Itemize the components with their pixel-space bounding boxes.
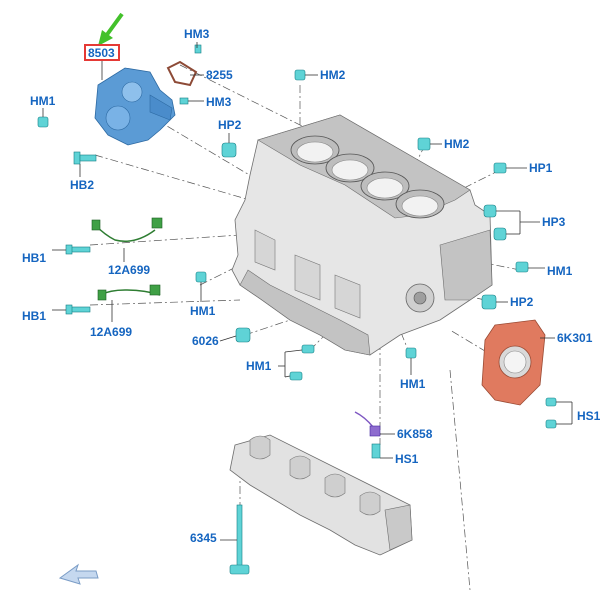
label-8255[interactable]: 8255 [206,68,233,82]
label-hm1-lower[interactable]: HM1 [246,359,272,373]
leader-lines [42,42,573,541]
label-6k858[interactable]: 6K858 [397,427,433,441]
highlight-box [84,44,120,61]
label-8503[interactable]: 8503 [88,46,115,60]
label-hm3-top[interactable]: HM3 [184,27,210,41]
view-direction-arrow [58,563,99,585]
label-6026[interactable]: 6026 [192,334,219,348]
label-hp1[interactable]: HP1 [529,161,553,175]
harness-12a699-lower [97,284,161,301]
pointer-arrow [98,12,124,46]
label-hm1-pump[interactable]: HM1 [30,94,56,108]
label-hb1-b[interactable]: HB1 [22,309,46,323]
part-labels: 8503 HM3 8255 HM3 HM1 HB2 HM2 HP2 HM2 HP… [22,27,600,545]
fasteners [37,44,557,575]
label-hp3[interactable]: HP3 [542,215,566,229]
label-hm1-center[interactable]: HM1 [190,304,216,318]
label-hb2[interactable]: HB2 [70,178,94,192]
label-hm2-right[interactable]: HM2 [444,137,470,151]
water-pump-8503 [94,67,176,146]
gasket-8255 [166,60,198,87]
label-6k301[interactable]: 6K301 [557,331,593,345]
label-hb1-a[interactable]: HB1 [22,251,46,265]
bearing-bridge [229,434,413,556]
rear-seal-6k301 [481,319,546,406]
label-12a699-b[interactable]: 12A699 [90,325,132,339]
label-hp2-right[interactable]: HP2 [510,295,534,309]
label-hs1-right[interactable]: HS1 [577,409,600,423]
label-hm2-top[interactable]: HM2 [320,68,346,82]
label-hs1-lower[interactable]: HS1 [395,452,419,466]
label-hm1-bottom[interactable]: HM1 [400,377,426,391]
harness-12a699-upper [91,217,163,242]
engine-block [231,114,493,356]
label-12a699-a[interactable]: 12A699 [108,263,150,277]
sensor-6k858 [354,411,381,437]
label-hp2-top[interactable]: HP2 [218,118,242,132]
label-hm3-mid[interactable]: HM3 [206,95,232,109]
label-hm1-right[interactable]: HM1 [547,264,573,278]
label-6345[interactable]: 6345 [190,531,217,545]
